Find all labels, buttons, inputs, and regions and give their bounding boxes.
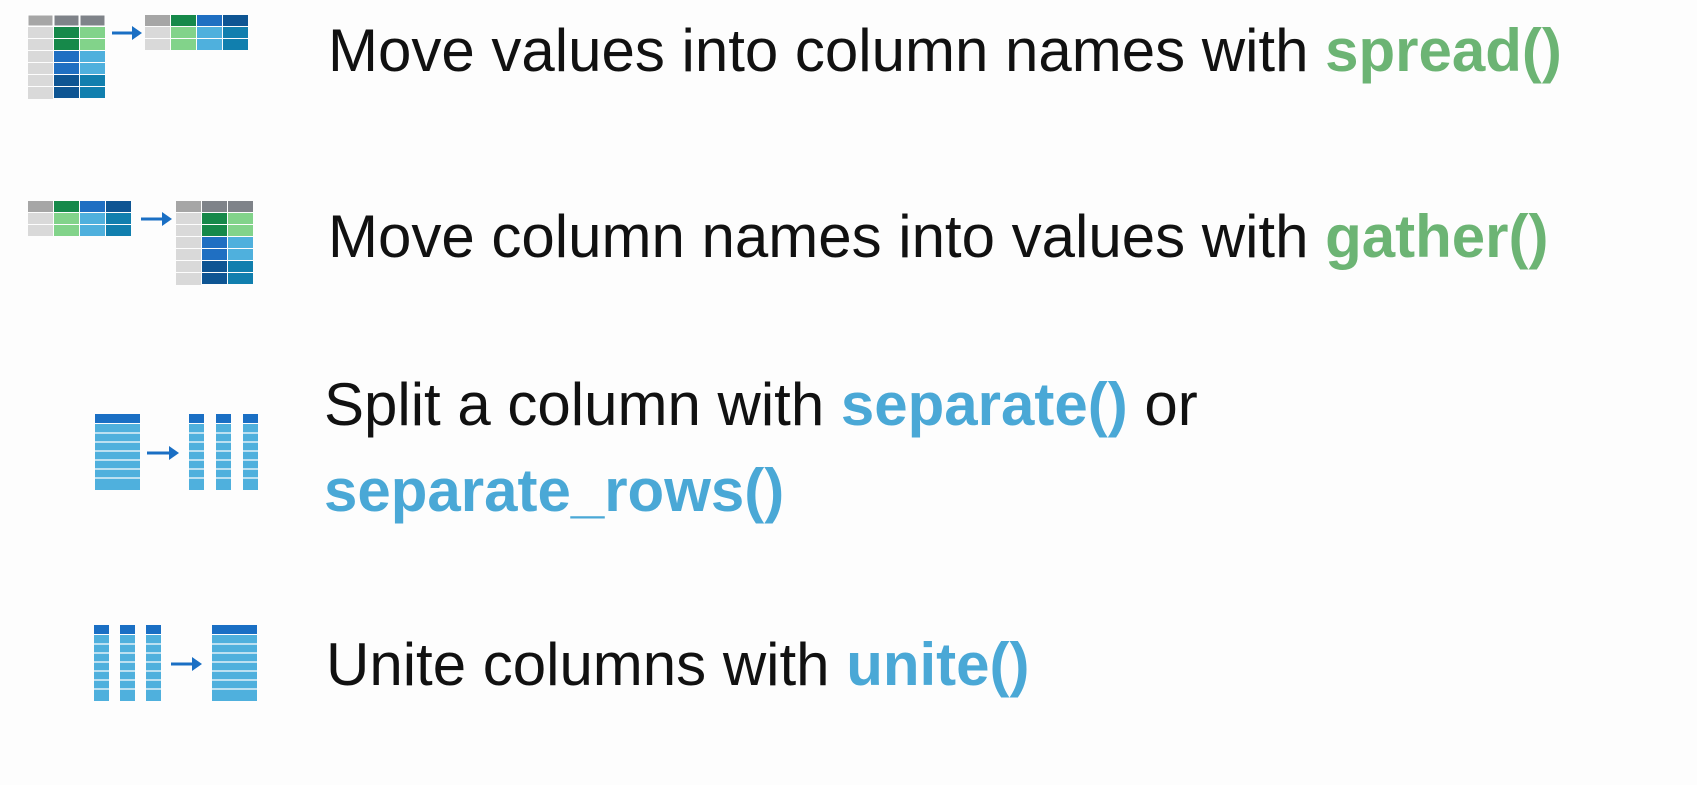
unite-row: Unite columns with unite() — [0, 600, 1697, 740]
unite-description: Unite columns with unite() — [326, 622, 1029, 708]
separate-columns-icon — [95, 414, 258, 490]
separate-suffix: or — [1127, 371, 1198, 438]
separate-rows-function-name: separate_rows() — [324, 457, 785, 524]
separate-row: Split a column with separate() or separat… — [0, 360, 1697, 540]
separate-prefix: Split a column with — [324, 371, 841, 438]
spread-description: Move values into column names with sprea… — [328, 8, 1562, 94]
spread-prefix: Move values into column names with — [328, 17, 1326, 84]
gather-prefix: Move column names into values with — [328, 203, 1326, 270]
spread-row: Move values into column names with sprea… — [0, 0, 1697, 160]
gather-tables-icon — [28, 201, 253, 290]
gather-description: Move column names into values with gathe… — [328, 194, 1548, 280]
unite-prefix: Unite columns with — [326, 631, 847, 698]
unite-function-name: unite() — [846, 631, 1030, 698]
separate-function-name: separate() — [840, 371, 1128, 438]
separate-description: Split a column with separate() or separat… — [324, 362, 1198, 534]
spread-tables-icon — [27, 14, 248, 104]
spread-function-name: spread() — [1325, 17, 1562, 84]
gather-function-name: gather() — [1325, 203, 1549, 270]
unite-columns-icon — [94, 625, 257, 701]
gather-row: Move column names into values with gathe… — [0, 190, 1697, 310]
